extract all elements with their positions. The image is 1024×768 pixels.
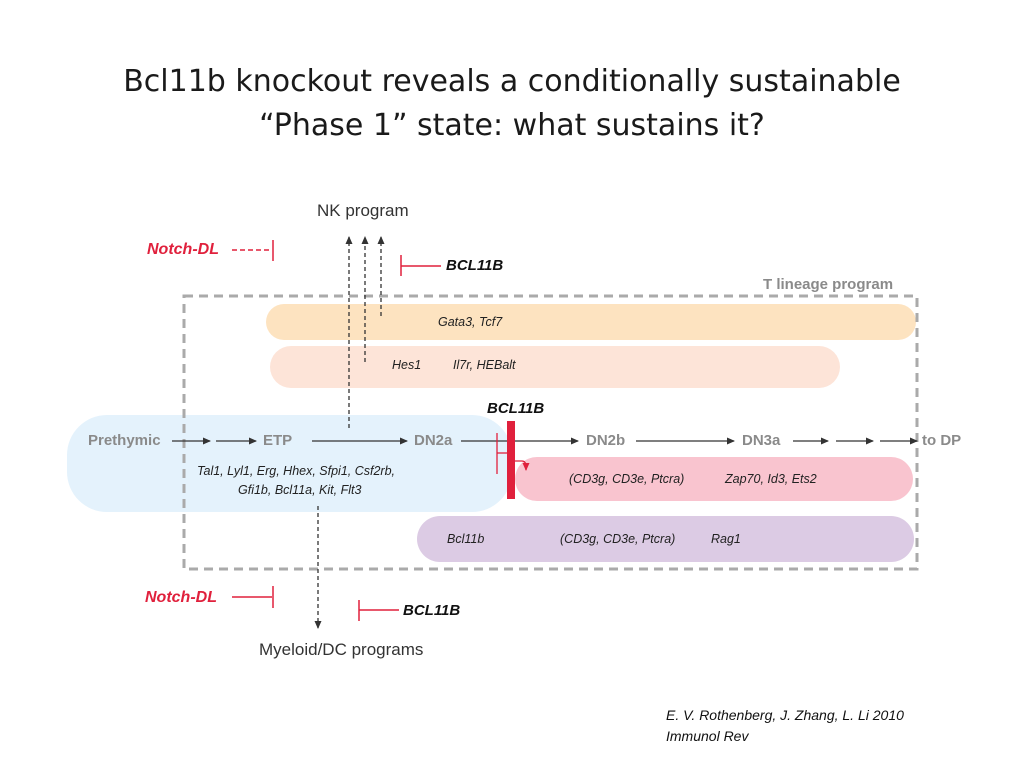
- citation-line-1: E. V. Rothenberg, J. Zhang, L. Li 2010: [666, 707, 904, 723]
- il7r-hebalt-genes: Il7r, HEBalt: [453, 358, 516, 372]
- t-lineage-box: [182, 294, 919, 571]
- bcl11b-top-label: BCL11B: [446, 257, 504, 274]
- pink-genes-band: [515, 457, 913, 501]
- notch-bottom-inhibition: [232, 586, 274, 608]
- pink-other-genes: Zap70, Id3, Ets2: [725, 472, 817, 486]
- bcl11b-top-inhibition: [400, 255, 441, 276]
- bcl11b-bar: [507, 421, 515, 499]
- myeloid-program-label: Myeloid/DC programs: [259, 640, 424, 659]
- hes1-gene: Hes1: [392, 358, 422, 372]
- t-lineage-label: T lineage program: [763, 276, 894, 293]
- early-genes-line1: Tal1, Lyl1, Erg, Hhex, Sfpi1, Csf2rb,: [197, 464, 396, 478]
- pink-cd3-genes: (CD3g, CD3e, Ptcra): [569, 472, 685, 486]
- stage-dn3a: DN3a: [742, 432, 781, 449]
- stage-to-dp: to DP: [922, 432, 962, 449]
- stage-dn2a: DN2a: [414, 432, 453, 449]
- bcl11b-bottom-inhibition: [358, 600, 399, 621]
- notch-dl-top-label: Notch-DL: [147, 241, 219, 258]
- purple-bcl11b-gene: Bcl11b: [447, 532, 485, 546]
- citation-line-2: Immunol Rev: [666, 728, 749, 744]
- stage-dn2b: DN2b: [586, 432, 626, 449]
- bcl11b-middle-label: BCL11B: [487, 400, 545, 417]
- notch-top-inhibition: [232, 240, 274, 261]
- early-genes-line2: Gfi1b, Bcl11a, Kit, Flt3: [238, 483, 362, 497]
- slide-title: Bcl11b knockout reveals a conditionally …: [0, 60, 1024, 148]
- notch-dl-bottom-label: Notch-DL: [145, 589, 217, 606]
- gata3-tcf7-genes: Gata3, Tcf7: [438, 315, 503, 329]
- title-line-1: Bcl11b knockout reveals a conditionally …: [123, 64, 901, 99]
- nk-program-label: NK program: [317, 201, 409, 220]
- citation: E. V. Rothenberg, J. Zhang, L. Li 2010 I…: [666, 705, 904, 747]
- stage-etp: ETP: [263, 432, 293, 449]
- bcl11b-bar-inhibition: [496, 433, 530, 474]
- early-genes-band: [67, 415, 512, 512]
- bcl11b-bottom-label: BCL11B: [403, 602, 461, 619]
- purple-rag1-gene: Rag1: [711, 532, 741, 546]
- purple-genes-band: [417, 516, 914, 562]
- gata3-band: [266, 304, 916, 340]
- nk-arrows: [345, 236, 385, 428]
- purple-cd3-genes: (CD3g, CD3e, Ptcra): [560, 532, 676, 546]
- stage-prethymic: Prethymic: [88, 432, 161, 449]
- title-line-2: “Phase 1” state: what sustains it?: [259, 108, 765, 143]
